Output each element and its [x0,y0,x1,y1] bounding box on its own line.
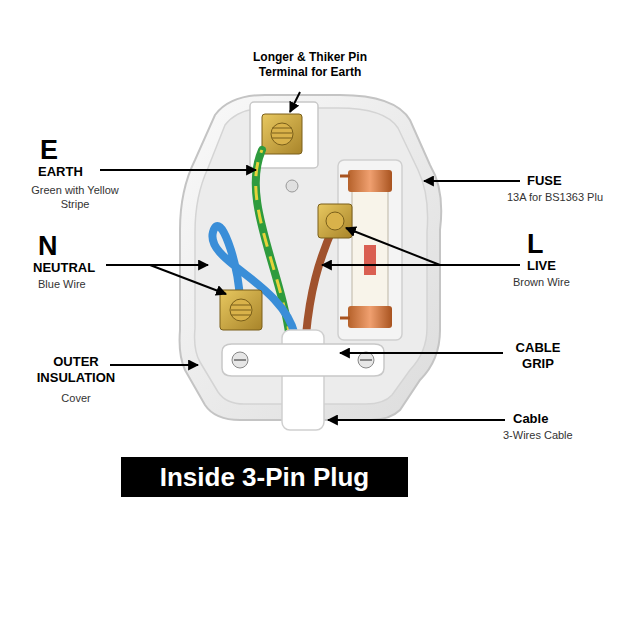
fuse-cap [348,170,392,192]
part-label: Cable [513,411,548,427]
part-note: 3-Wires Cable [503,429,573,443]
leader-line [110,364,198,366]
screw-slot [272,128,292,138]
title-banner: Inside 3-Pin Plug [121,457,408,497]
leader-line [346,228,440,265]
screw-slot [360,359,372,361]
leader-line [328,419,505,421]
terminal-letter: L [527,228,544,262]
screw-slot [231,305,251,315]
part-label: NEUTRAL [33,260,95,276]
part-label: CABLE GRIP [508,340,568,373]
housing-screw [286,180,298,192]
neutral-terminal [220,290,262,330]
part-note: Brown Wire [513,276,570,290]
earth-terminal [262,114,302,154]
neutral-wire [212,226,295,335]
leader-line [424,180,520,182]
screw-slot [234,359,246,361]
leader-line [322,264,520,266]
fuse-clip [340,176,350,318]
cable-grip [222,344,384,376]
part-label: FUSE [527,173,562,189]
part-label: EARTH [38,164,83,180]
leader-line [150,265,226,294]
terminal-screw [271,123,293,145]
fuse-mark [364,245,376,275]
terminal-letter: N [38,230,58,264]
terminal-letter: E [40,134,58,168]
terminal-screw [230,299,252,321]
part-label: Longer & Thiker Pin Terminal for Earth [240,50,380,80]
leader-line [340,352,503,354]
grip-screw [232,352,248,368]
part-note: Blue Wire [38,278,86,292]
live-wire [306,228,333,335]
terminal-screw [326,212,344,230]
leader-line [106,264,208,266]
leader-line [100,169,256,171]
fuse-body [352,180,388,320]
part-label: OUTER INSULATION [30,354,122,387]
part-note: Cover [30,392,122,406]
part-label: LIVE [527,258,556,274]
live-terminal [318,204,352,238]
grip-screw [358,352,374,368]
part-note: Green with Yellow Stripe [30,184,120,212]
part-note: 13A for BS1363 Plu [507,191,603,205]
leader-line [290,92,300,112]
plug-body [180,95,442,420]
fuse-holder [338,160,402,340]
fuse-cap [348,306,392,328]
